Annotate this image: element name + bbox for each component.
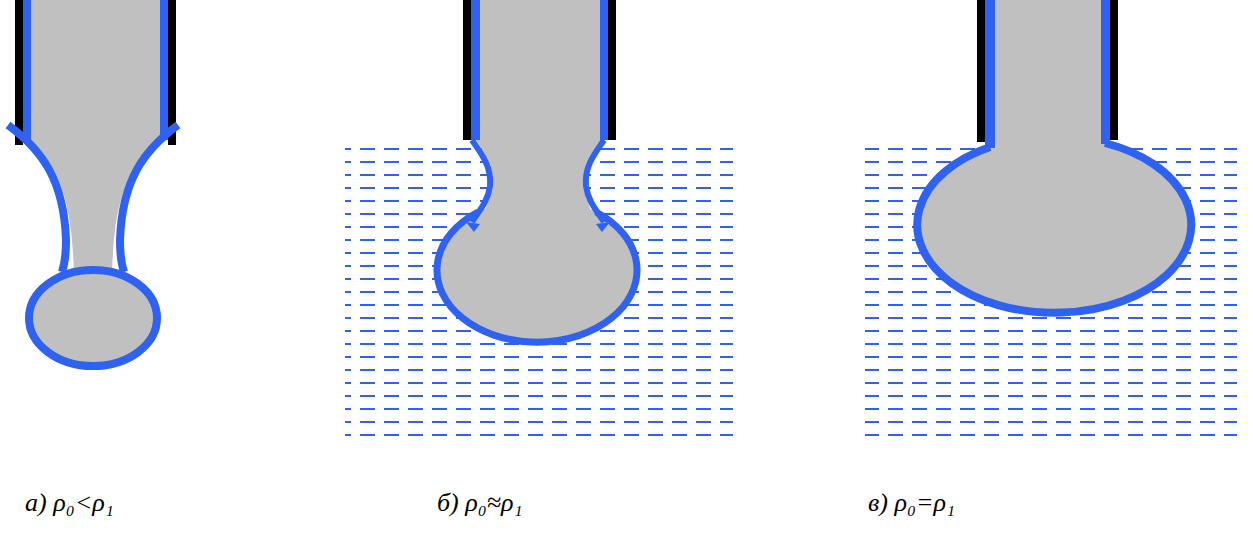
panel-caption: в) ρ₀=ρ₁	[868, 488, 955, 518]
drop-in-denser-liquid	[345, 0, 733, 442]
panel-caption: а) ρ₀<ρ₁	[25, 488, 114, 518]
drop-in-equal-liquid	[865, 0, 1237, 442]
panel-caption: б) ρ₀≈ρ₁	[437, 488, 523, 518]
drop-in-air	[8, 0, 178, 366]
